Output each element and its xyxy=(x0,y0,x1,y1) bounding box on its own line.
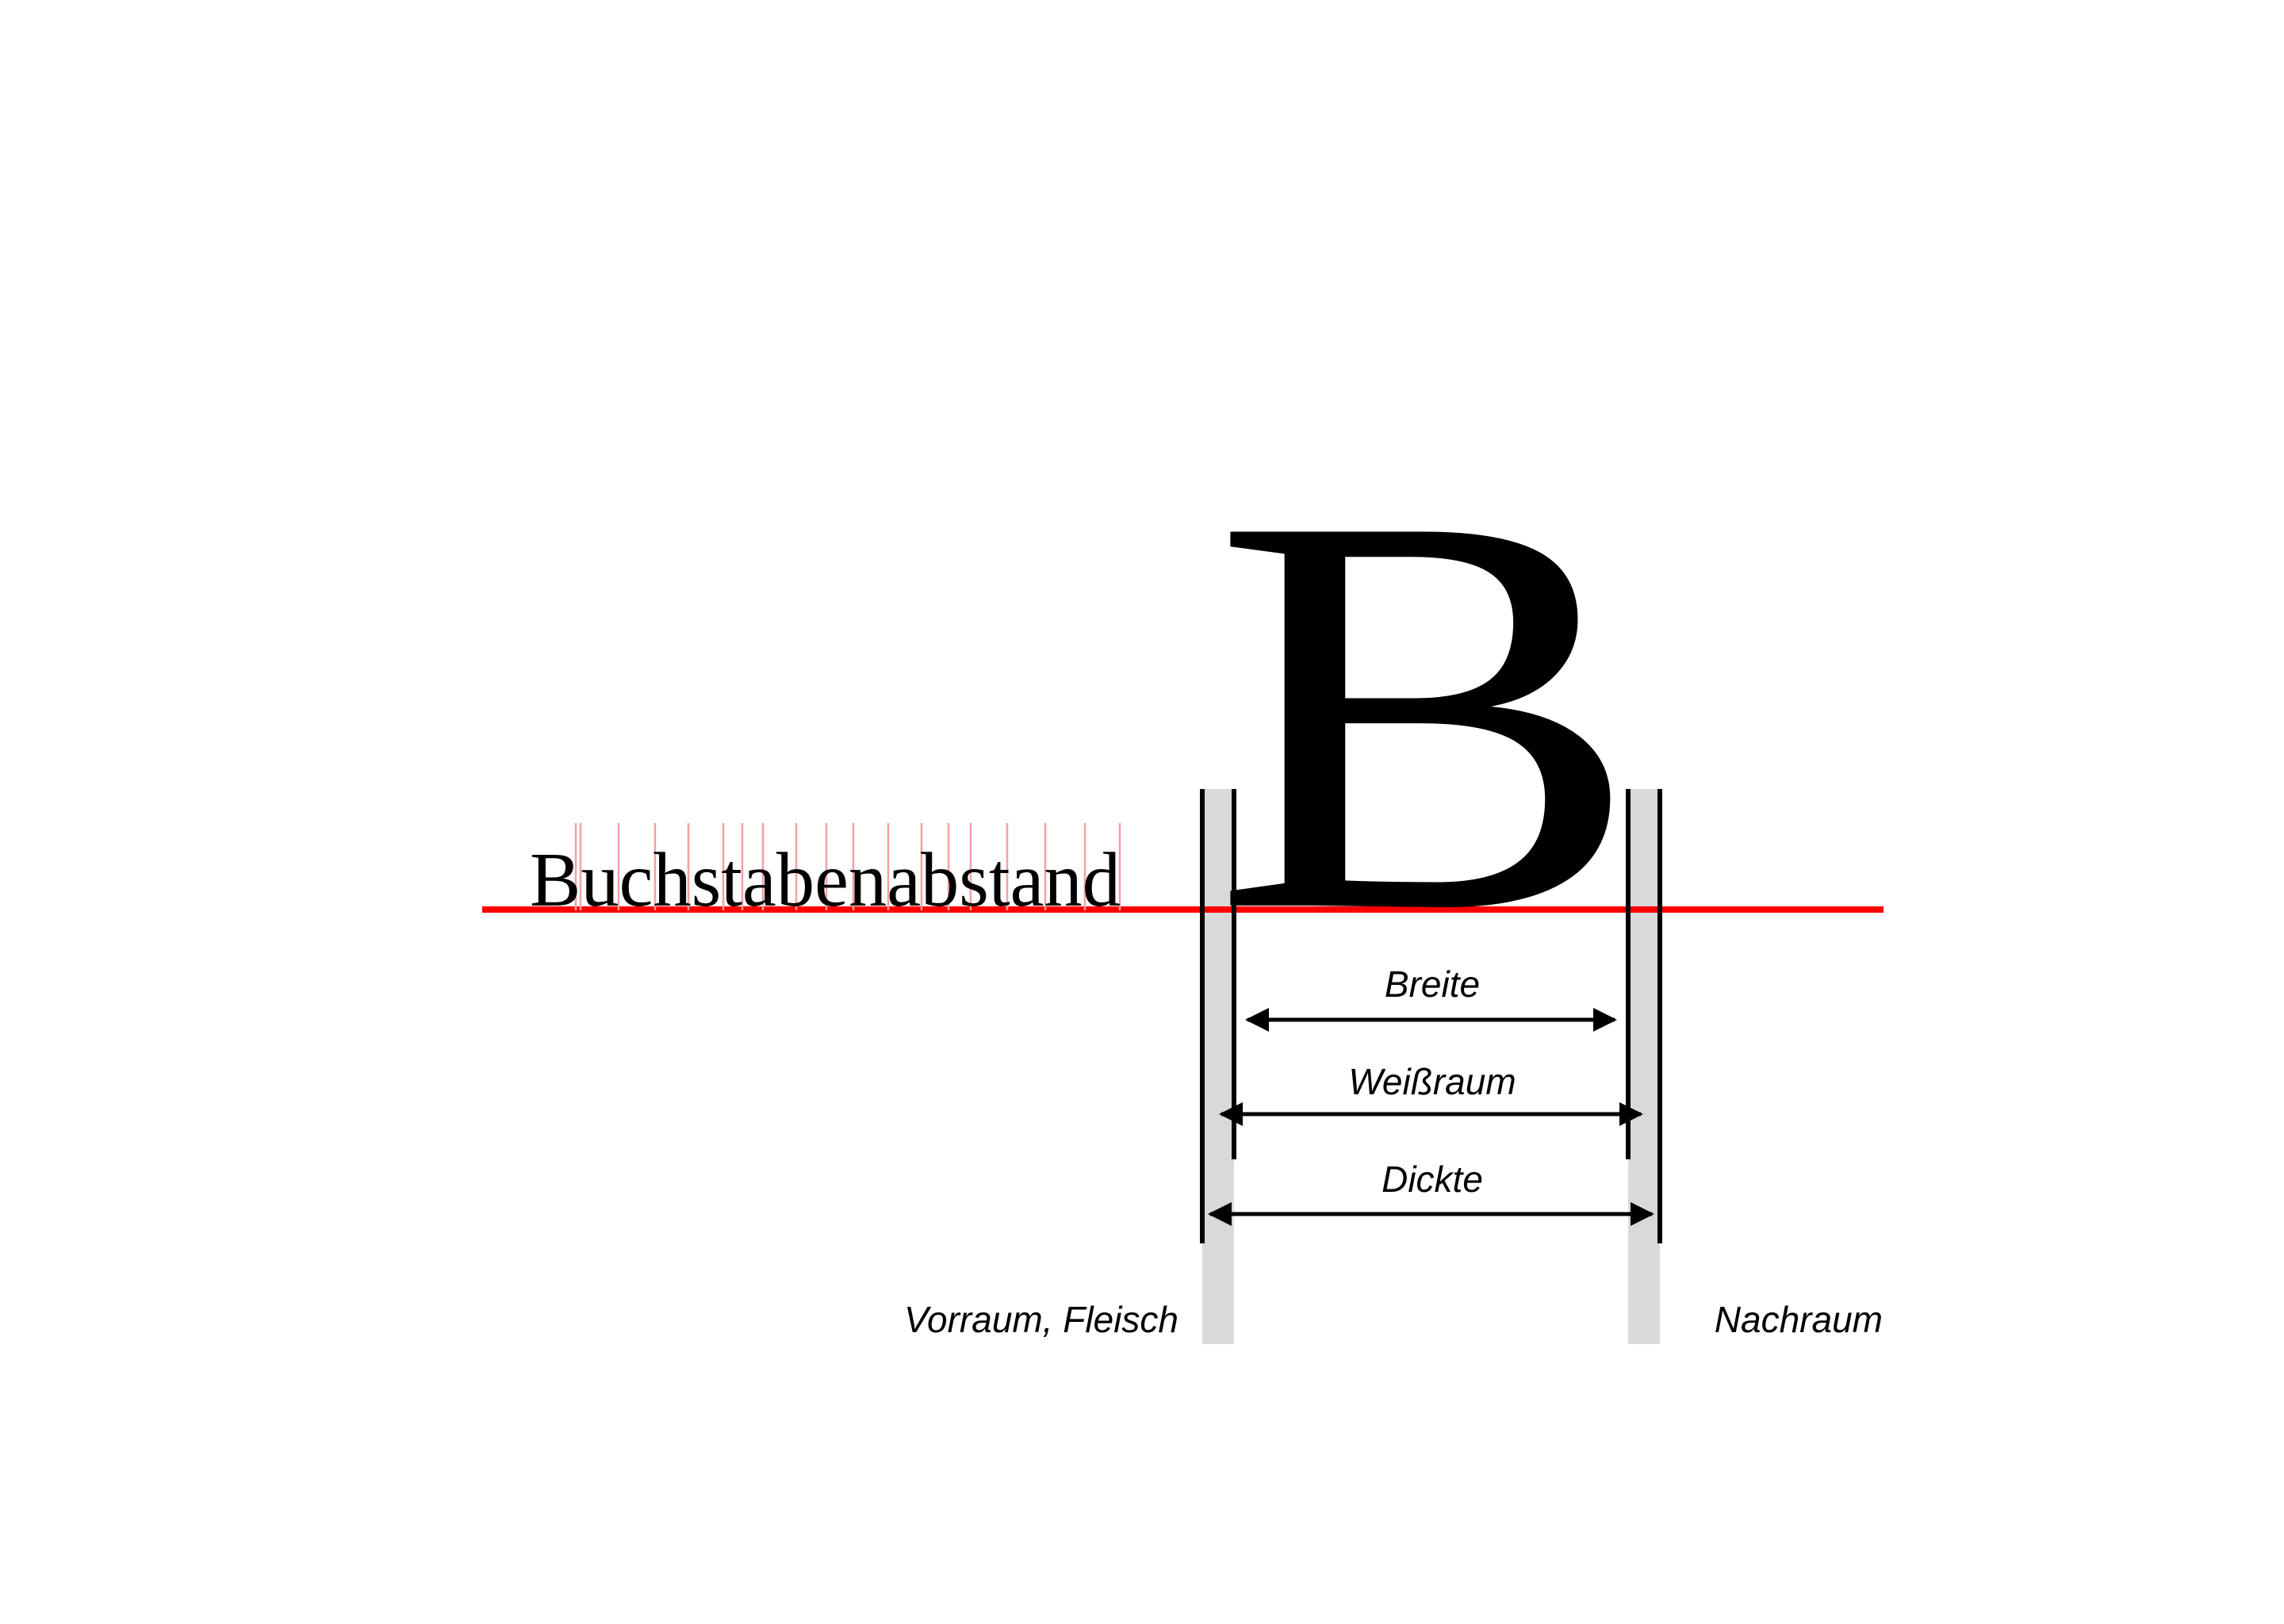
left-sidebearing-band xyxy=(1202,789,1234,1344)
letter-spacing-marks xyxy=(574,823,1121,910)
weissraum-label: Weißraum xyxy=(1348,1061,1516,1102)
left-sidebearing-label: Vorraum, Fleisch xyxy=(904,1299,1178,1340)
breite-label: Breite xyxy=(1385,963,1480,1005)
right-sidebearing-band xyxy=(1628,789,1660,1344)
dickte-label: Dickte xyxy=(1382,1159,1483,1200)
right-sidebearing-label: Nachraum xyxy=(1715,1299,1883,1340)
large-letter: B xyxy=(1212,396,1642,1029)
sample-word: Buchstabenabstand xyxy=(530,837,1121,922)
